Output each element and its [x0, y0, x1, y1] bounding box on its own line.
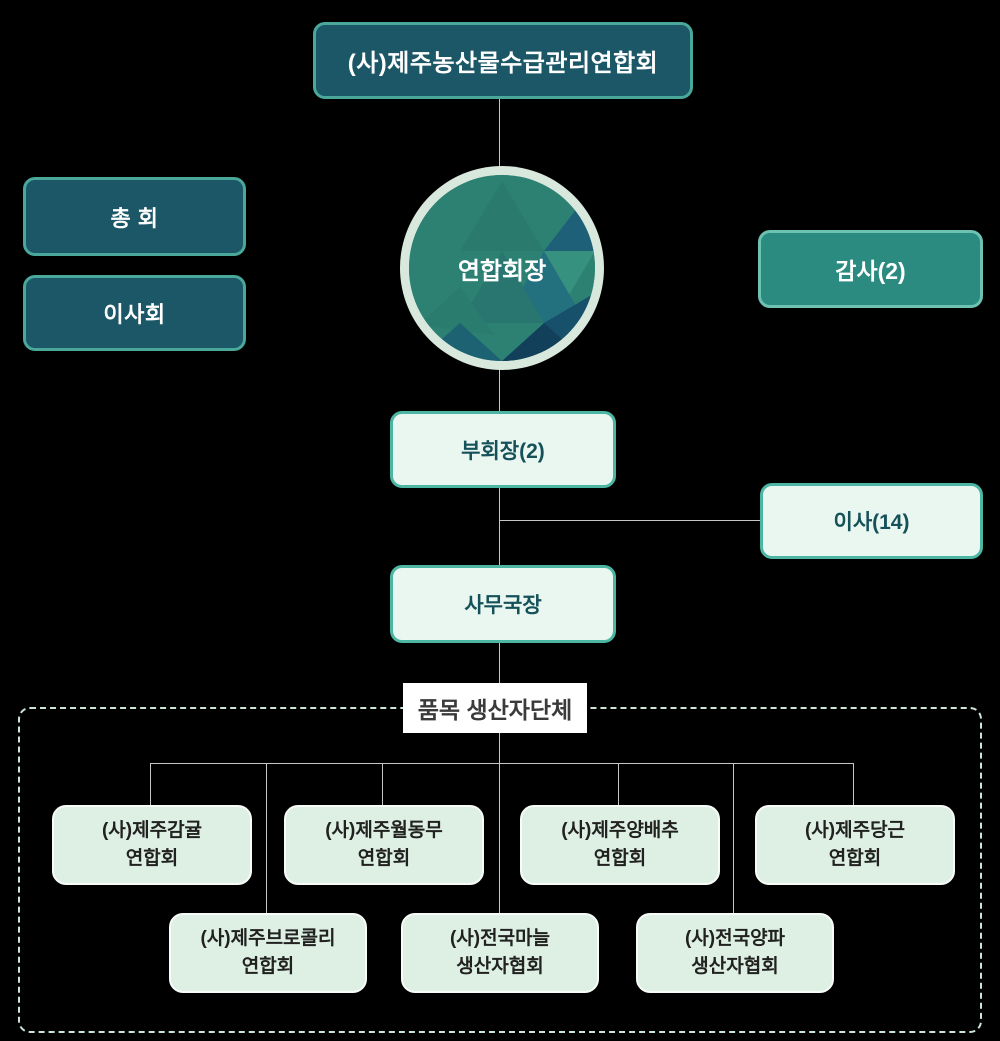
producer-box-jeju-cabbage: (사)제주양배추 연합회: [520, 805, 720, 885]
producer-box-national-garlic: (사)전국마늘 생산자협회: [401, 913, 599, 993]
connector-drop-row1-2: [382, 763, 383, 805]
connector-bus: [150, 763, 853, 764]
connector-drop-row1-3: [618, 763, 619, 805]
auditor-box: 감사(2): [758, 230, 983, 308]
connector-vice-to-secretary: [499, 482, 500, 565]
lowpoly-pattern-graphic: [409, 175, 595, 361]
producer-box-line2: 연합회: [357, 848, 411, 869]
general-assembly-box: 총 회: [23, 177, 246, 256]
connector-drop-row1-4: [853, 763, 854, 805]
producer-box-jeju-tangerine: (사)제주감귤 연합회: [52, 805, 252, 885]
chairman-circle: 연합회장: [400, 166, 604, 370]
directors-label: 이사(14): [833, 511, 910, 534]
producer-box-line1: (사)제주당근: [804, 819, 906, 841]
producer-box-line1: (사)제주감귤: [101, 819, 203, 841]
chairman-label: 연합회장: [457, 257, 547, 285]
connector-root-to-chairman: [499, 93, 500, 170]
producer-box-line1: (사)전국양파: [684, 927, 786, 949]
root-org-box: (사)제주농산물수급관리연합회: [313, 22, 693, 99]
producer-box-line2: 연합회: [593, 848, 647, 869]
producer-box-jeju-carrot: (사)제주당근 연합회: [755, 805, 955, 885]
connector-drop-row2-1: [266, 763, 267, 913]
producer-group-title-box: 품목 생산자단체: [403, 683, 587, 733]
producer-box-jeju-broccoli: (사)제주브로콜리 연합회: [169, 913, 367, 993]
producer-group-title: 품목 생산자단체: [417, 697, 573, 723]
producer-box-line1: (사)제주양배추: [561, 819, 679, 841]
board-box: 이사회: [23, 275, 246, 351]
connector-chairman-to-vice: [499, 368, 500, 411]
board-label: 이사회: [103, 302, 166, 327]
producer-box-line2: 연합회: [828, 848, 882, 869]
vice-chairman-label: 부회장(2): [461, 439, 545, 463]
chairman-circle-pattern: 연합회장: [409, 175, 595, 361]
producer-box-line2: 연합회: [241, 956, 295, 977]
root-org-label: (사)제주농산물수급관리연합회: [347, 50, 659, 77]
secretary-general-box: 사무국장: [390, 565, 616, 643]
producer-box-line1: (사)전국마늘: [449, 927, 551, 949]
producer-box-line2: 생산자협회: [691, 956, 779, 977]
general-assembly-label: 총 회: [110, 205, 159, 231]
producer-box-line2: 생산자협회: [456, 956, 544, 977]
connector-drop-row1-1: [150, 763, 151, 805]
connector-to-directors: [500, 520, 760, 521]
producer-box-line1: (사)제주브로콜리: [200, 927, 336, 949]
auditor-label: 감사(2): [835, 258, 906, 284]
producer-box-jeju-winter-radish: (사)제주월동무 연합회: [284, 805, 484, 885]
vice-chairman-box: 부회장(2): [390, 411, 616, 488]
connector-drop-row2-3: [733, 763, 734, 913]
producer-box-line2: 연합회: [125, 848, 179, 869]
producer-box-national-onion: (사)전국양파 생산자협회: [636, 913, 834, 993]
chairman-label-wrap: 연합회장: [409, 175, 595, 361]
producer-box-line1: (사)제주월동무: [325, 819, 443, 841]
directors-box: 이사(14): [760, 483, 983, 559]
connector-drop-row2-2: [499, 763, 500, 913]
secretary-general-label: 사무국장: [464, 594, 542, 617]
